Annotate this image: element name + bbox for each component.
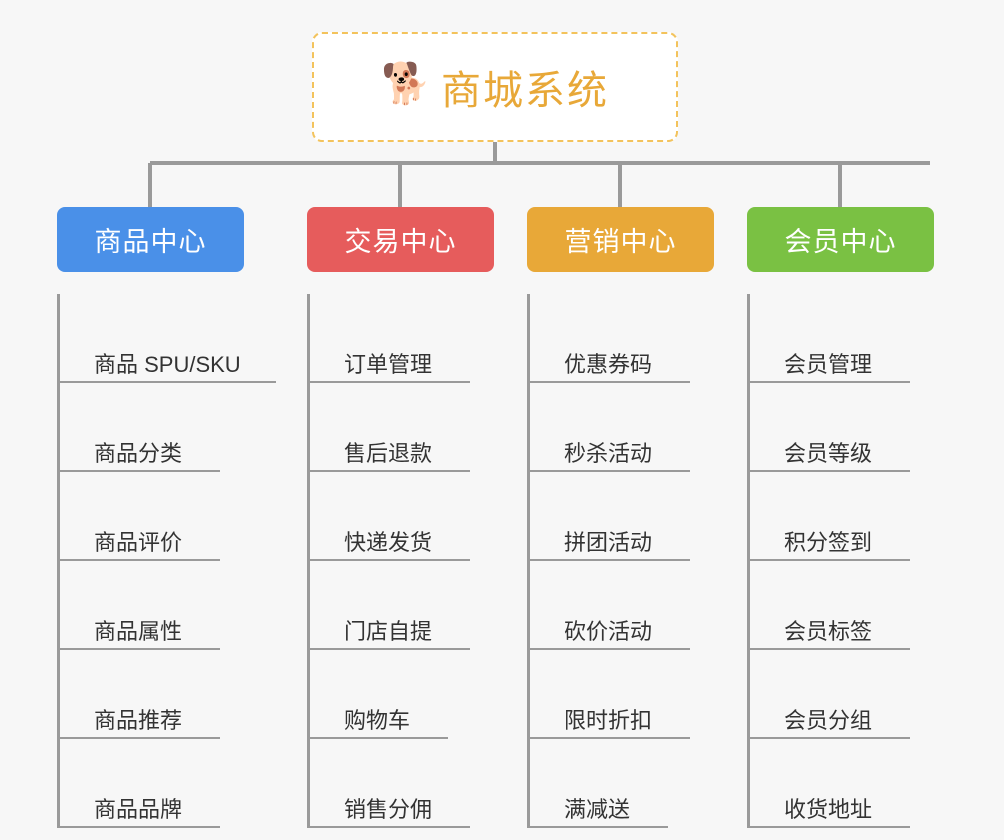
category-header-product-center[interactable]: 商品中心 [57, 207, 244, 272]
list-item[interactable]: 商品属性 [60, 561, 277, 650]
item-underline [310, 470, 470, 472]
list-item-label: 商品属性 [94, 619, 183, 644]
list-item-label: 商品品牌 [94, 797, 183, 822]
list-item-label: 秒杀活动 [564, 441, 653, 466]
item-list-member-center: 会员管理 会员等级 积分签到 会员标签 会员分组 [747, 294, 967, 828]
list-item-label: 会员等级 [784, 441, 873, 466]
root-node-card[interactable]: 🐕 商城系统 [312, 32, 678, 142]
item-underline [530, 381, 690, 383]
list-item-label: 砍价活动 [564, 619, 653, 644]
list-item[interactable]: 商品推荐 [60, 650, 277, 739]
item-underline [310, 737, 448, 739]
item-underline [750, 470, 910, 472]
list-item[interactable]: 秒杀活动 [530, 383, 747, 472]
column-trade-center: 交易中心 订单管理 售后退款 快递发货 门店自提 [307, 207, 527, 828]
category-header-member-center[interactable]: 会员中心 [747, 207, 934, 272]
item-underline [60, 826, 220, 828]
root-title: 商城系统 [441, 69, 609, 113]
item-underline [530, 826, 668, 828]
item-list-product-center: 商品 SPU/SKU 商品分类 商品评价 商品属性 商品推荐 [57, 294, 277, 828]
item-underline [310, 648, 470, 650]
list-item-label: 满减送 [564, 797, 631, 822]
item-underline [530, 737, 690, 739]
list-item[interactable]: 满减送 [530, 739, 747, 828]
list-item[interactable]: 限时折扣 [530, 650, 747, 739]
category-header-trade-center[interactable]: 交易中心 [307, 207, 494, 272]
item-underline [60, 559, 220, 561]
item-underline [530, 470, 690, 472]
list-item[interactable]: 商品 SPU/SKU [60, 294, 277, 383]
item-list-marketing-center: 优惠券码 秒杀活动 拼团活动 砍价活动 限时折扣 [527, 294, 747, 828]
list-item-label: 销售分佣 [344, 797, 433, 822]
item-underline [750, 737, 910, 739]
list-item-label: 会员管理 [784, 352, 873, 377]
list-item-label: 会员分组 [784, 708, 873, 733]
list-item[interactable]: 商品分类 [60, 383, 277, 472]
list-item[interactable]: 收货地址 [750, 739, 967, 828]
category-header-label: 商品中心 [94, 227, 207, 257]
list-item-label: 限时折扣 [564, 708, 653, 733]
item-underline [750, 826, 910, 828]
list-item[interactable]: 快递发货 [310, 472, 527, 561]
item-underline [310, 559, 470, 561]
shiba-dog-face-icon: 🐕 [381, 62, 431, 106]
category-header-label: 会员中心 [784, 227, 897, 257]
item-underline [310, 826, 470, 828]
list-item-label: 商品评价 [94, 530, 183, 555]
list-item[interactable]: 商品品牌 [60, 739, 277, 828]
item-underline [530, 559, 690, 561]
category-header-label: 交易中心 [344, 227, 457, 257]
list-item[interactable]: 售后退款 [310, 383, 527, 472]
list-item[interactable]: 砍价活动 [530, 561, 747, 650]
list-item-label: 购物车 [344, 708, 411, 733]
list-item[interactable]: 拼团活动 [530, 472, 747, 561]
list-item[interactable]: 会员等级 [750, 383, 967, 472]
item-underline [750, 559, 910, 561]
item-underline [60, 648, 220, 650]
column-marketing-center: 营销中心 优惠券码 秒杀活动 拼团活动 砍价活动 [527, 207, 747, 828]
item-underline [310, 381, 470, 383]
list-item[interactable]: 会员管理 [750, 294, 967, 383]
item-underline [60, 470, 220, 472]
list-item-label: 会员标签 [784, 619, 873, 644]
item-underline [530, 648, 690, 650]
list-item[interactable]: 门店自提 [310, 561, 527, 650]
list-item-label: 收货地址 [784, 797, 873, 822]
list-item-label: 门店自提 [344, 619, 433, 644]
column-product-center: 商品中心 商品 SPU/SKU 商品分类 商品评价 商品属性 [57, 207, 277, 828]
item-underline [60, 737, 220, 739]
list-item[interactable]: 商品评价 [60, 472, 277, 561]
item-underline [750, 381, 910, 383]
category-header-label: 营销中心 [564, 227, 677, 257]
list-item[interactable]: 会员标签 [750, 561, 967, 650]
list-item-label: 商品 SPU/SKU [94, 352, 241, 377]
list-item-label: 快递发货 [344, 530, 433, 555]
list-item[interactable]: 会员分组 [750, 650, 967, 739]
item-underline [60, 381, 276, 383]
list-item-label: 商品推荐 [94, 708, 183, 733]
item-list-trade-center: 订单管理 售后退款 快递发货 门店自提 购物车 [307, 294, 527, 828]
list-item-label: 优惠券码 [564, 352, 653, 377]
category-header-marketing-center[interactable]: 营销中心 [527, 207, 714, 272]
list-item[interactable]: 积分签到 [750, 472, 967, 561]
list-item-label: 积分签到 [784, 530, 873, 555]
column-member-center: 会员中心 会员管理 会员等级 积分签到 会员标签 [747, 207, 967, 828]
list-item-label: 商品分类 [94, 441, 183, 466]
list-item-label: 拼团活动 [564, 530, 653, 555]
list-item[interactable]: 销售分佣 [310, 739, 527, 828]
list-item[interactable]: 购物车 [310, 650, 527, 739]
list-item[interactable]: 优惠券码 [530, 294, 747, 383]
list-item-label: 售后退款 [344, 441, 433, 466]
list-item[interactable]: 订单管理 [310, 294, 527, 383]
item-underline [750, 648, 910, 650]
list-item-label: 订单管理 [344, 352, 433, 377]
